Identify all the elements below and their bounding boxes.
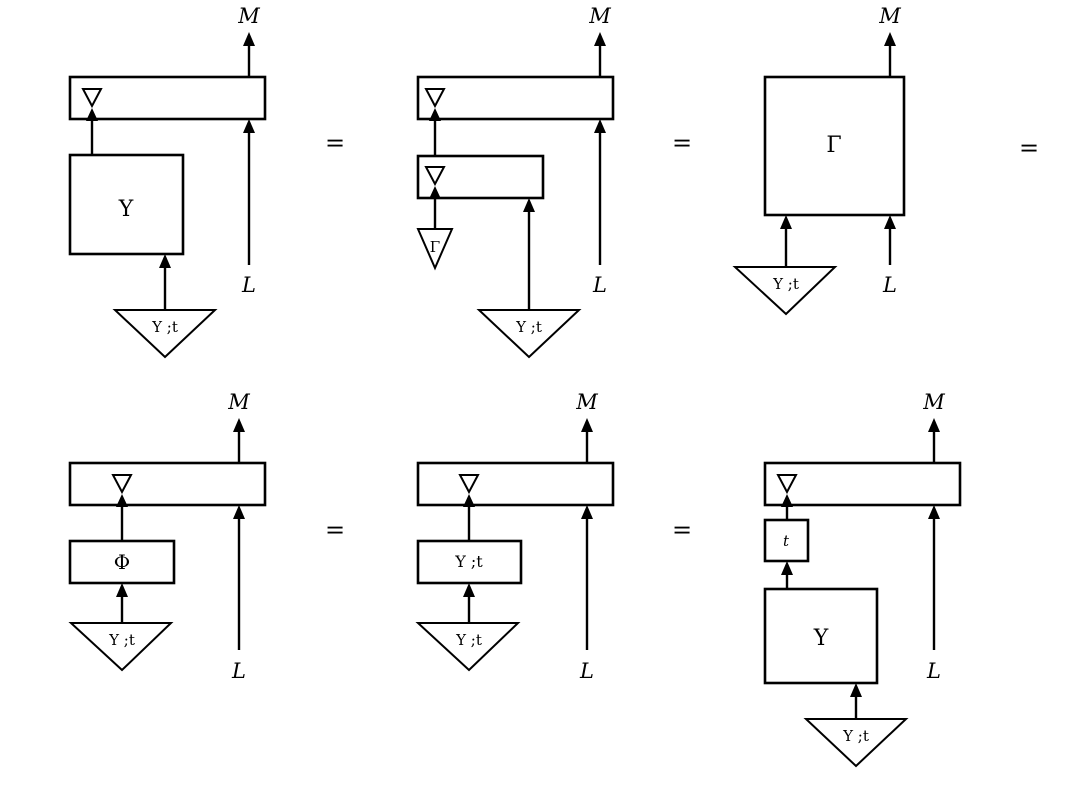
state-label-4: Υ ;t bbox=[108, 631, 135, 649]
arrowhead-m-3 bbox=[884, 32, 896, 46]
arrowhead-t-6 bbox=[781, 494, 793, 507]
state-triangle-2 bbox=[476, 309, 582, 359]
diagram-4: M Φ Υ ;t L bbox=[68, 390, 267, 683]
discard-triangle-1 bbox=[81, 88, 103, 109]
diagram-2: M Γ L Υ ;t bbox=[416, 4, 615, 359]
big-box-2 bbox=[416, 75, 615, 121]
label-l-1: L bbox=[241, 273, 256, 297]
big-box-1 bbox=[68, 75, 267, 121]
phi-box-4 bbox=[68, 539, 176, 585]
diagram-6: M t Υ Υ ;t L bbox=[763, 390, 962, 768]
state-label-2: Υ ;t bbox=[515, 318, 542, 336]
label-m-3: M bbox=[878, 4, 901, 28]
state-triangle-1 bbox=[112, 309, 218, 359]
arrowhead-upsilon-1 bbox=[86, 108, 98, 121]
arrowhead-phi-4 bbox=[116, 494, 128, 507]
gamma-state-label-2: Γ bbox=[430, 238, 440, 256]
discard-triangle-4 bbox=[111, 474, 133, 495]
arrowhead-m-5 bbox=[581, 418, 593, 432]
arrowhead-mid-5 bbox=[463, 494, 475, 507]
state-label-6: Υ ;t bbox=[842, 727, 869, 745]
t-box-6 bbox=[763, 518, 810, 563]
arrowhead-l-5 bbox=[581, 505, 593, 519]
upsilon-box-1 bbox=[68, 153, 185, 256]
equals-sign-2: = bbox=[672, 129, 692, 157]
upsilon-t-label-5: Υ ;t bbox=[454, 552, 483, 571]
state-triangle-3 bbox=[732, 266, 838, 316]
arrowhead-state-4 bbox=[116, 583, 128, 597]
big-box-6 bbox=[763, 461, 962, 507]
diagram-5: M Υ ;t Υ ;t L bbox=[415, 390, 615, 683]
arrowhead-l-2 bbox=[594, 119, 606, 133]
label-m-5: M bbox=[575, 390, 598, 414]
arrowhead-state-3 bbox=[780, 215, 792, 229]
arrowhead-l-4 bbox=[233, 505, 245, 519]
arrowhead-m-2 bbox=[594, 32, 606, 46]
discard-triangle-6 bbox=[776, 474, 798, 495]
label-m-6: M bbox=[922, 390, 945, 414]
discard-triangle-2a bbox=[424, 88, 446, 109]
arrowhead-m-6 bbox=[928, 418, 940, 432]
equals-sign-5: = bbox=[672, 516, 692, 544]
equals-sign-3: = bbox=[1019, 134, 1039, 162]
label-l-5: L bbox=[579, 659, 594, 683]
arrowhead-gamma-2 bbox=[429, 186, 441, 199]
upsilon-label-1: Υ bbox=[118, 197, 134, 222]
phi-label-4: Φ bbox=[114, 550, 130, 574]
arrowhead-l-3 bbox=[884, 215, 896, 229]
state-label-3: Υ ;t bbox=[772, 275, 799, 293]
state-triangle-4 bbox=[68, 622, 174, 672]
label-l-2: L bbox=[592, 273, 607, 297]
arrowhead-m-1 bbox=[243, 32, 255, 46]
gamma-label-3: Γ bbox=[826, 133, 841, 158]
label-m-1: M bbox=[237, 4, 260, 28]
big-box-5 bbox=[416, 461, 615, 507]
label-m-4: M bbox=[227, 390, 250, 414]
state-label-5: Υ ;t bbox=[455, 631, 482, 649]
discard-triangle-2b bbox=[424, 166, 446, 187]
arrowhead-upsilon-6 bbox=[781, 561, 793, 575]
arrowhead-state-2 bbox=[523, 198, 535, 212]
arrowhead-m-4 bbox=[233, 418, 245, 432]
big-box-4 bbox=[68, 461, 267, 507]
t-label-6: t bbox=[783, 532, 790, 550]
label-l-3: L bbox=[882, 273, 897, 297]
state-label-1: Υ ;t bbox=[151, 318, 178, 336]
label-l-6: L bbox=[926, 659, 941, 683]
gamma-box-3 bbox=[763, 75, 906, 217]
state-triangle-6 bbox=[803, 718, 909, 768]
discard-triangle-5 bbox=[458, 474, 480, 495]
upsilon-box-6 bbox=[763, 587, 879, 685]
equals-sign-1: = bbox=[325, 129, 345, 157]
arrowhead-l-1 bbox=[243, 119, 255, 133]
gamma-state-triangle-2 bbox=[416, 228, 454, 271]
arrowhead-mid-2 bbox=[429, 108, 441, 121]
arrowhead-l-6 bbox=[928, 505, 940, 519]
diagram-1: M Υ L Υ ;t bbox=[68, 4, 267, 359]
state-triangle-5 bbox=[415, 622, 521, 672]
upsilon-label-6: Υ bbox=[813, 626, 829, 651]
arrowhead-state-1 bbox=[159, 254, 171, 268]
diagram-3: M Γ L Υ ;t bbox=[732, 4, 906, 316]
arrowhead-state-5 bbox=[463, 583, 475, 597]
arrowhead-state-6 bbox=[850, 683, 862, 697]
label-m-2: M bbox=[588, 4, 611, 28]
label-l-4: L bbox=[231, 659, 246, 683]
equals-sign-4: = bbox=[325, 516, 345, 544]
upsilon-t-box-5 bbox=[416, 539, 523, 585]
